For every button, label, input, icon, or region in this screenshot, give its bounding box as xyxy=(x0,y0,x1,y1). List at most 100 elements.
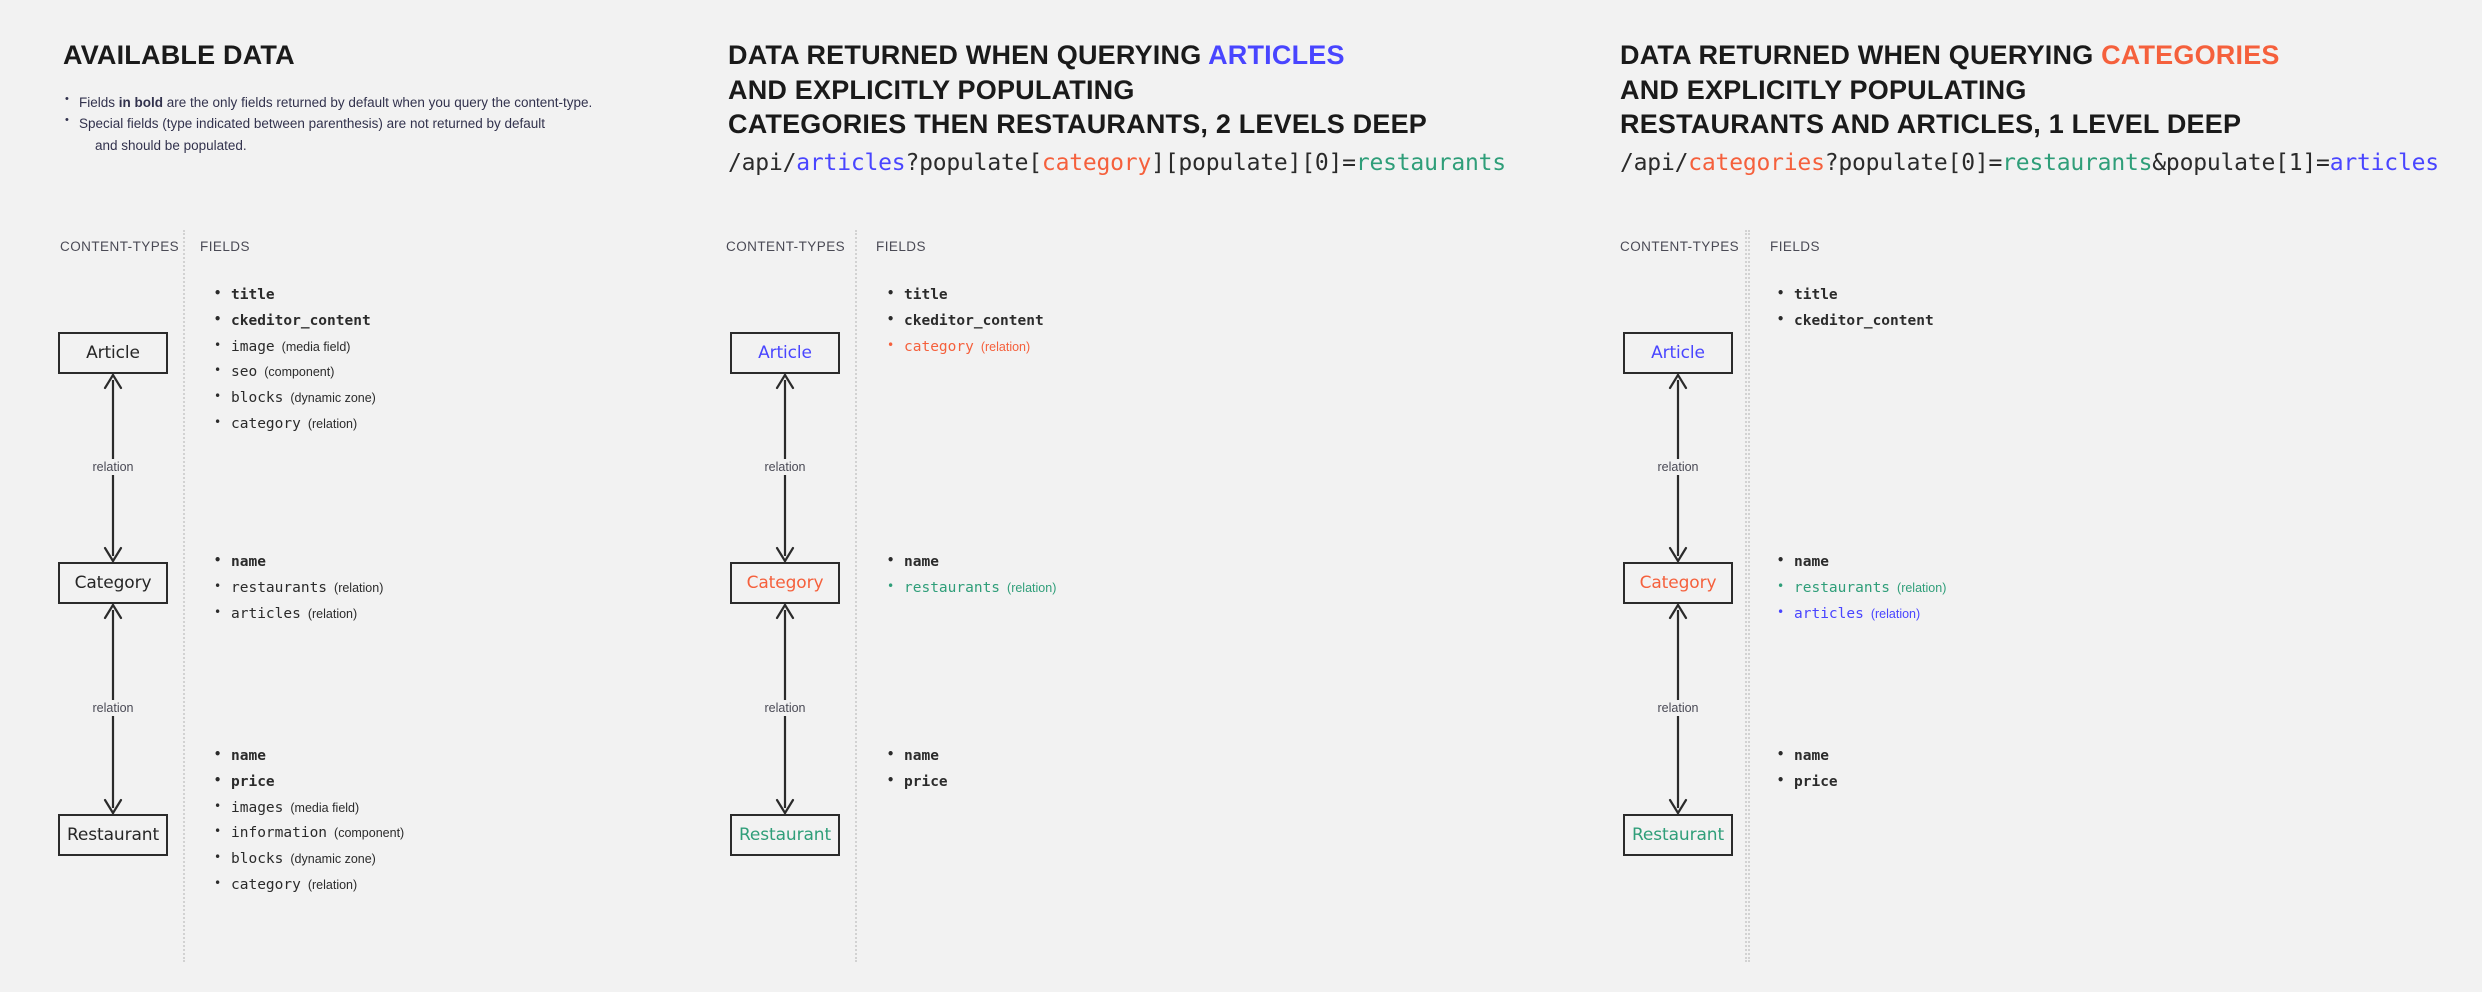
api-url: /api/categories?populate[0]=restaurants&… xyxy=(1620,150,2439,176)
column-divider xyxy=(1748,230,1750,962)
content-type-label: Restaurant xyxy=(1631,825,1725,845)
field-type: (dynamic zone) xyxy=(290,852,376,867)
panel-legend-list: Fields in bold are the only fields retur… xyxy=(63,91,592,158)
legend-item: Special fields (type indicated between p… xyxy=(63,112,592,157)
content-type-label: Category xyxy=(746,573,824,593)
field-item: name xyxy=(212,550,383,576)
field-item: price xyxy=(1775,770,1838,796)
content-type-box-article[interactable]: Article xyxy=(58,332,168,374)
caption-fields: FIELDS xyxy=(1770,239,1820,254)
content-type-label: Restaurant xyxy=(738,825,832,845)
field-name: blocks xyxy=(231,851,284,868)
content-type-box-category[interactable]: Category xyxy=(1623,562,1733,604)
field-name: name xyxy=(231,554,266,570)
content-type-label: Article xyxy=(1651,343,1705,363)
field-name: category xyxy=(904,338,974,355)
url-segment: ?populate[0]= xyxy=(1824,150,2003,176)
panel-title-line: DATA RETURNED WHEN QUERYING CATEGORIES xyxy=(1620,38,2280,73)
content-type-box-category[interactable]: Category xyxy=(58,562,168,604)
content-type-label: Article xyxy=(86,343,140,363)
relation-label: relation xyxy=(87,700,139,716)
field-list-article: titleckeditor_contentcategory(relation) xyxy=(885,283,1044,360)
field-list-restaurant: name price images(media field)information(… xyxy=(212,744,404,899)
field-item: price xyxy=(885,770,948,796)
column-divider xyxy=(183,230,185,962)
field-type: (component) xyxy=(334,826,405,841)
field-name: ckeditor_content xyxy=(231,312,371,329)
field-name: name xyxy=(1794,554,1829,570)
content-type-box-restaurant[interactable]: Restaurant xyxy=(58,814,168,856)
field-name: price xyxy=(904,773,948,790)
field-name: ckeditor_content xyxy=(1794,312,1934,329)
url-segment: articles xyxy=(2329,150,2439,176)
caption-fields: FIELDS xyxy=(876,239,926,254)
field-name: price xyxy=(1794,773,1838,790)
field-name: restaurants xyxy=(231,579,328,596)
field-item: price xyxy=(212,770,404,796)
content-type-label: Category xyxy=(74,573,152,593)
content-type-box-article[interactable]: Article xyxy=(730,332,840,374)
panel-separator-2 xyxy=(1745,230,1747,962)
content-type-label: Category xyxy=(1639,573,1717,593)
field-item: title xyxy=(212,283,376,309)
caption-content-types: CONTENT-TYPES xyxy=(1620,239,1740,254)
field-item: images(media field) xyxy=(212,796,404,822)
panel-available-data: AVAILABLE DATAFields in bold are the onl… xyxy=(0,0,855,992)
url-segment: articles xyxy=(796,150,906,176)
panel-title-line: AND EXPLICITLY POPULATING xyxy=(1620,73,2280,108)
relation-label: relation xyxy=(759,459,811,475)
content-type-label: Restaurant xyxy=(66,825,160,845)
field-item: restaurants(relation) xyxy=(1775,576,1946,602)
content-type-box-restaurant[interactable]: Restaurant xyxy=(1623,814,1733,856)
field-name: name xyxy=(1794,748,1829,764)
title-segment: RESTAURANTS AND ARTICLES, 1 LEVEL DEEP xyxy=(1620,109,2242,140)
field-type: (relation) xyxy=(1870,606,1921,621)
api-url: /api/articles?populate[category][populat… xyxy=(728,150,1506,176)
field-name: seo xyxy=(231,364,258,381)
field-name: category xyxy=(231,876,301,893)
field-type: (component) xyxy=(264,365,335,380)
field-name: image xyxy=(231,338,275,355)
field-type: (relation) xyxy=(307,877,358,892)
content-type-label: Article xyxy=(758,343,812,363)
field-item: name xyxy=(212,744,404,770)
field-type: (relation) xyxy=(1007,580,1057,595)
url-segment: restaurants xyxy=(1355,150,1506,176)
url-segment: restaurants xyxy=(2002,150,2153,176)
field-name: title xyxy=(1794,287,1838,303)
title-segment: DATA RETURNED WHEN QUERYING xyxy=(1620,40,2102,70)
url-segment: &populate[1]= xyxy=(2152,150,2330,176)
title-segment: CATEGORIES THEN RESTAURANTS, 2 LEVELS DE… xyxy=(728,109,1427,140)
field-name: images xyxy=(231,799,284,816)
field-item: information(component) xyxy=(212,821,404,847)
field-item: blocks (dynamic zone) xyxy=(212,847,404,873)
content-type-box-category[interactable]: Category xyxy=(730,562,840,604)
relation-label: relation xyxy=(759,700,811,716)
field-type: (relation) xyxy=(307,606,358,621)
field-item: ckeditor_content xyxy=(1775,309,1934,335)
relation-label: relation xyxy=(87,459,139,475)
field-list-article: title ckeditor_content image(media field) s… xyxy=(212,283,376,438)
content-type-box-restaurant[interactable]: Restaurant xyxy=(730,814,840,856)
title-segment: DATA RETURNED WHEN QUERYING xyxy=(728,40,1209,70)
field-item: articles(relation) xyxy=(212,602,383,628)
panel-title-line: RESTAURANTS AND ARTICLES, 1 LEVEL DEEP xyxy=(1620,107,2280,142)
field-type: (relation) xyxy=(307,416,358,431)
title-segment: AND EXPLICITLY POPULATING xyxy=(728,74,1135,105)
field-item: image(media field) xyxy=(212,335,376,361)
caption-fields: FIELDS xyxy=(200,239,250,254)
field-type: (relation) xyxy=(1897,580,1947,595)
content-type-box-article[interactable]: Article xyxy=(1623,332,1733,374)
field-item: blocks(dynamic zone) xyxy=(212,386,376,412)
panel-title-line: AND EXPLICITLY POPULATING xyxy=(728,73,1427,108)
field-name: articles xyxy=(1794,605,1864,622)
legend-item-continuation: and should be populated. xyxy=(95,138,247,154)
panel-separator-1 xyxy=(855,230,857,962)
field-name: price xyxy=(231,773,275,790)
url-segment: /api/ xyxy=(1620,150,1689,176)
url-segment: category xyxy=(1041,150,1152,176)
field-name: title xyxy=(231,287,275,303)
